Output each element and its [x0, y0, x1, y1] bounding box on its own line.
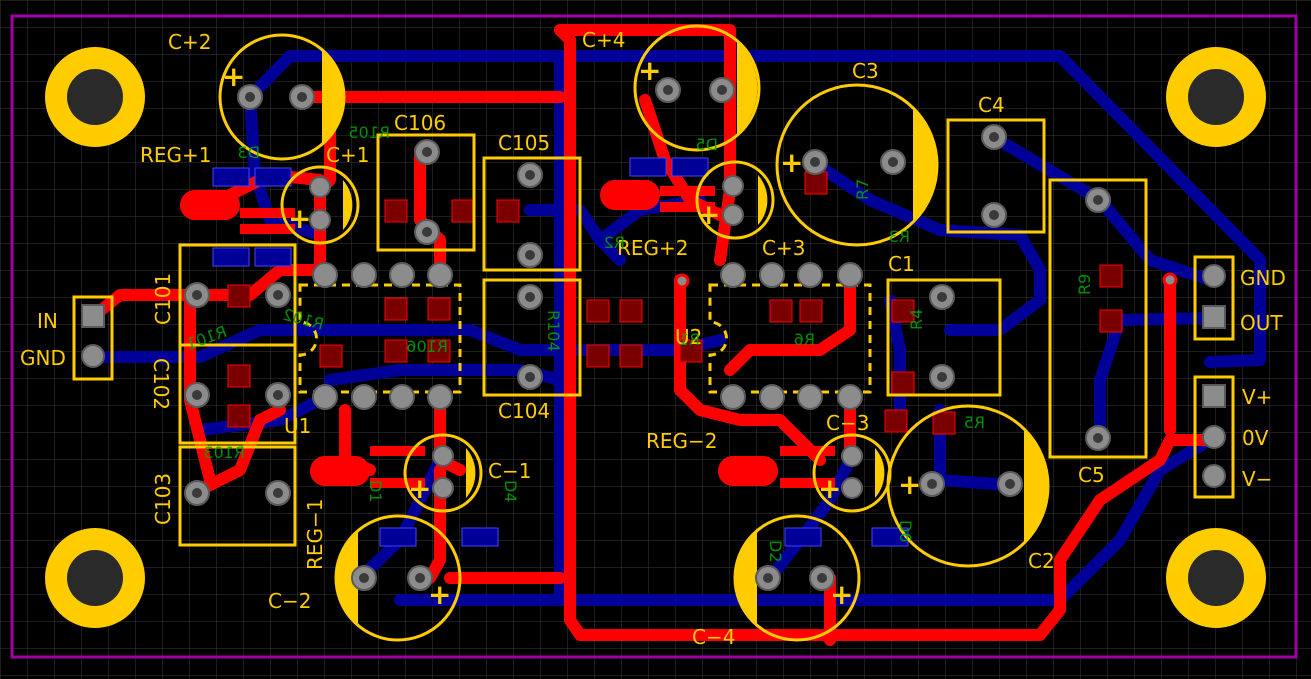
label-c-plus-1: C+1 — [326, 143, 369, 167]
bottom-label: R3 — [889, 227, 910, 246]
label-c-minus-4: C−4 — [692, 625, 735, 649]
label-c-plus-2: C+2 — [168, 30, 211, 54]
plus-mark: + — [818, 472, 841, 505]
silkscreen-outlines — [72, 24, 1235, 642]
label-c106: C106 — [394, 111, 446, 135]
plus-mark: + — [288, 202, 311, 235]
board-outline — [10, 14, 1298, 659]
label-c1: C1 — [888, 252, 915, 276]
label-c-minus-2: C−2 — [268, 589, 311, 613]
plus-mark: + — [898, 468, 921, 501]
bottom-label: D3 — [238, 143, 261, 162]
bottom-label: R105 — [348, 123, 390, 142]
bottom-label: R9 — [1075, 274, 1094, 295]
label-c103: C103 — [151, 473, 175, 525]
label-u1: U1 — [284, 414, 311, 438]
bottom-label: D2 — [766, 540, 785, 563]
regulator-blobs — [180, 180, 835, 488]
bottom-label: R6 — [794, 330, 815, 349]
label-out: OUT — [1240, 311, 1283, 335]
bottom-label: R4 — [907, 309, 926, 330]
mounting-holes — [45, 47, 1266, 628]
label-vplus: V+ — [1242, 385, 1272, 409]
label-0v: 0V — [1242, 426, 1269, 450]
plus-mark: + — [697, 198, 720, 231]
bottom-label: R1 — [679, 330, 700, 349]
bottom-label: D4 — [501, 480, 520, 503]
bottom-label: R104 — [544, 310, 563, 352]
label-reg-plus-1: REG+1 — [140, 143, 212, 167]
plus-mark: + — [408, 472, 431, 505]
plus-mark: + — [780, 146, 803, 179]
label-gnd-in: GND — [20, 346, 66, 370]
label-vminus: V− — [1242, 467, 1272, 491]
label-c5: C5 — [1078, 463, 1105, 487]
label-gnd-out: GND — [1240, 266, 1286, 290]
vias — [674, 272, 1178, 289]
label-c4: C4 — [978, 93, 1005, 117]
bottom-label: R103 — [203, 443, 245, 462]
bottom-label: D1 — [366, 480, 385, 503]
label-c104: C104 — [498, 399, 550, 423]
label-c101: C101 — [151, 273, 175, 325]
label-c2: C2 — [1028, 549, 1055, 573]
plus-mark: + — [222, 60, 245, 93]
label-c-plus-3: C+3 — [762, 236, 805, 260]
label-reg-plus-2: REG+2 — [617, 236, 689, 260]
bottom-label: R106 — [406, 337, 448, 356]
bottom-smd-pads — [212, 157, 909, 547]
label-c3: C3 — [852, 59, 879, 83]
bottom-label: R2 — [604, 233, 625, 252]
bottom-label: R5 — [964, 413, 985, 432]
plus-mark: + — [638, 54, 661, 87]
label-c-plus-4: C+4 — [582, 28, 625, 52]
label-c105: C105 — [498, 131, 550, 155]
bottom-label: D5 — [696, 135, 719, 154]
label-c102: C102 — [149, 358, 173, 410]
label-c-minus-3: C−3 — [826, 411, 869, 435]
plus-mark: + — [428, 578, 451, 611]
label-u2: U2 — [675, 325, 702, 349]
bottom-copper — [89, 50, 1266, 606]
label-c-minus-1: C−1 — [488, 459, 531, 483]
bottom-label: D6 — [896, 520, 915, 543]
capacitor-polarity-fills — [322, 42, 1047, 625]
label-reg-minus-2: REG−2 — [646, 429, 718, 453]
label-reg-minus-1: REG−1 — [303, 498, 327, 570]
bottom-label: R7 — [853, 179, 872, 200]
pad-holes — [192, 85, 1103, 583]
smd-pads — [227, 171, 1123, 435]
plus-mark: + — [830, 578, 853, 611]
label-in: IN — [37, 309, 58, 333]
